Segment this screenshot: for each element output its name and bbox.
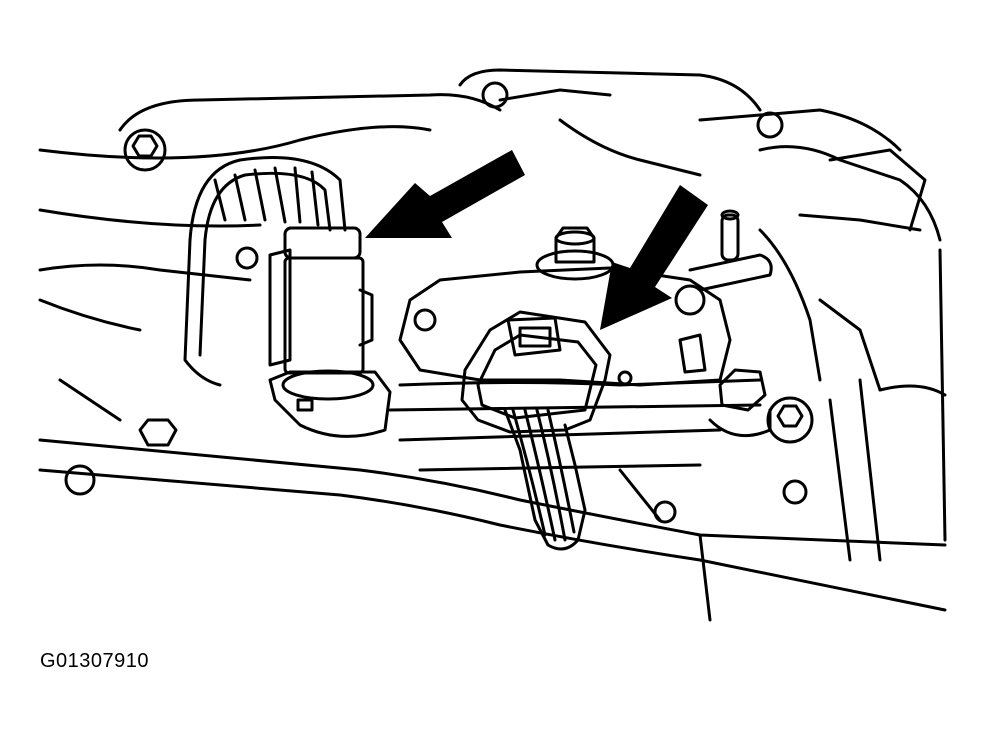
figure-code: G01307910 [40,650,150,672]
bolt-upper-middle [481,81,784,139]
engine-outline [38,68,947,622]
round-harness-connector [183,156,392,438]
arrow-left [365,150,525,238]
arrow-right [600,185,708,330]
lever-arm [688,209,773,292]
sensor-housing [398,266,732,387]
rectangular-harness-connector [460,310,612,551]
callout-arrows [365,150,708,330]
bracket-bolt-top-left [123,128,167,172]
mounting-bolts [64,246,814,524]
